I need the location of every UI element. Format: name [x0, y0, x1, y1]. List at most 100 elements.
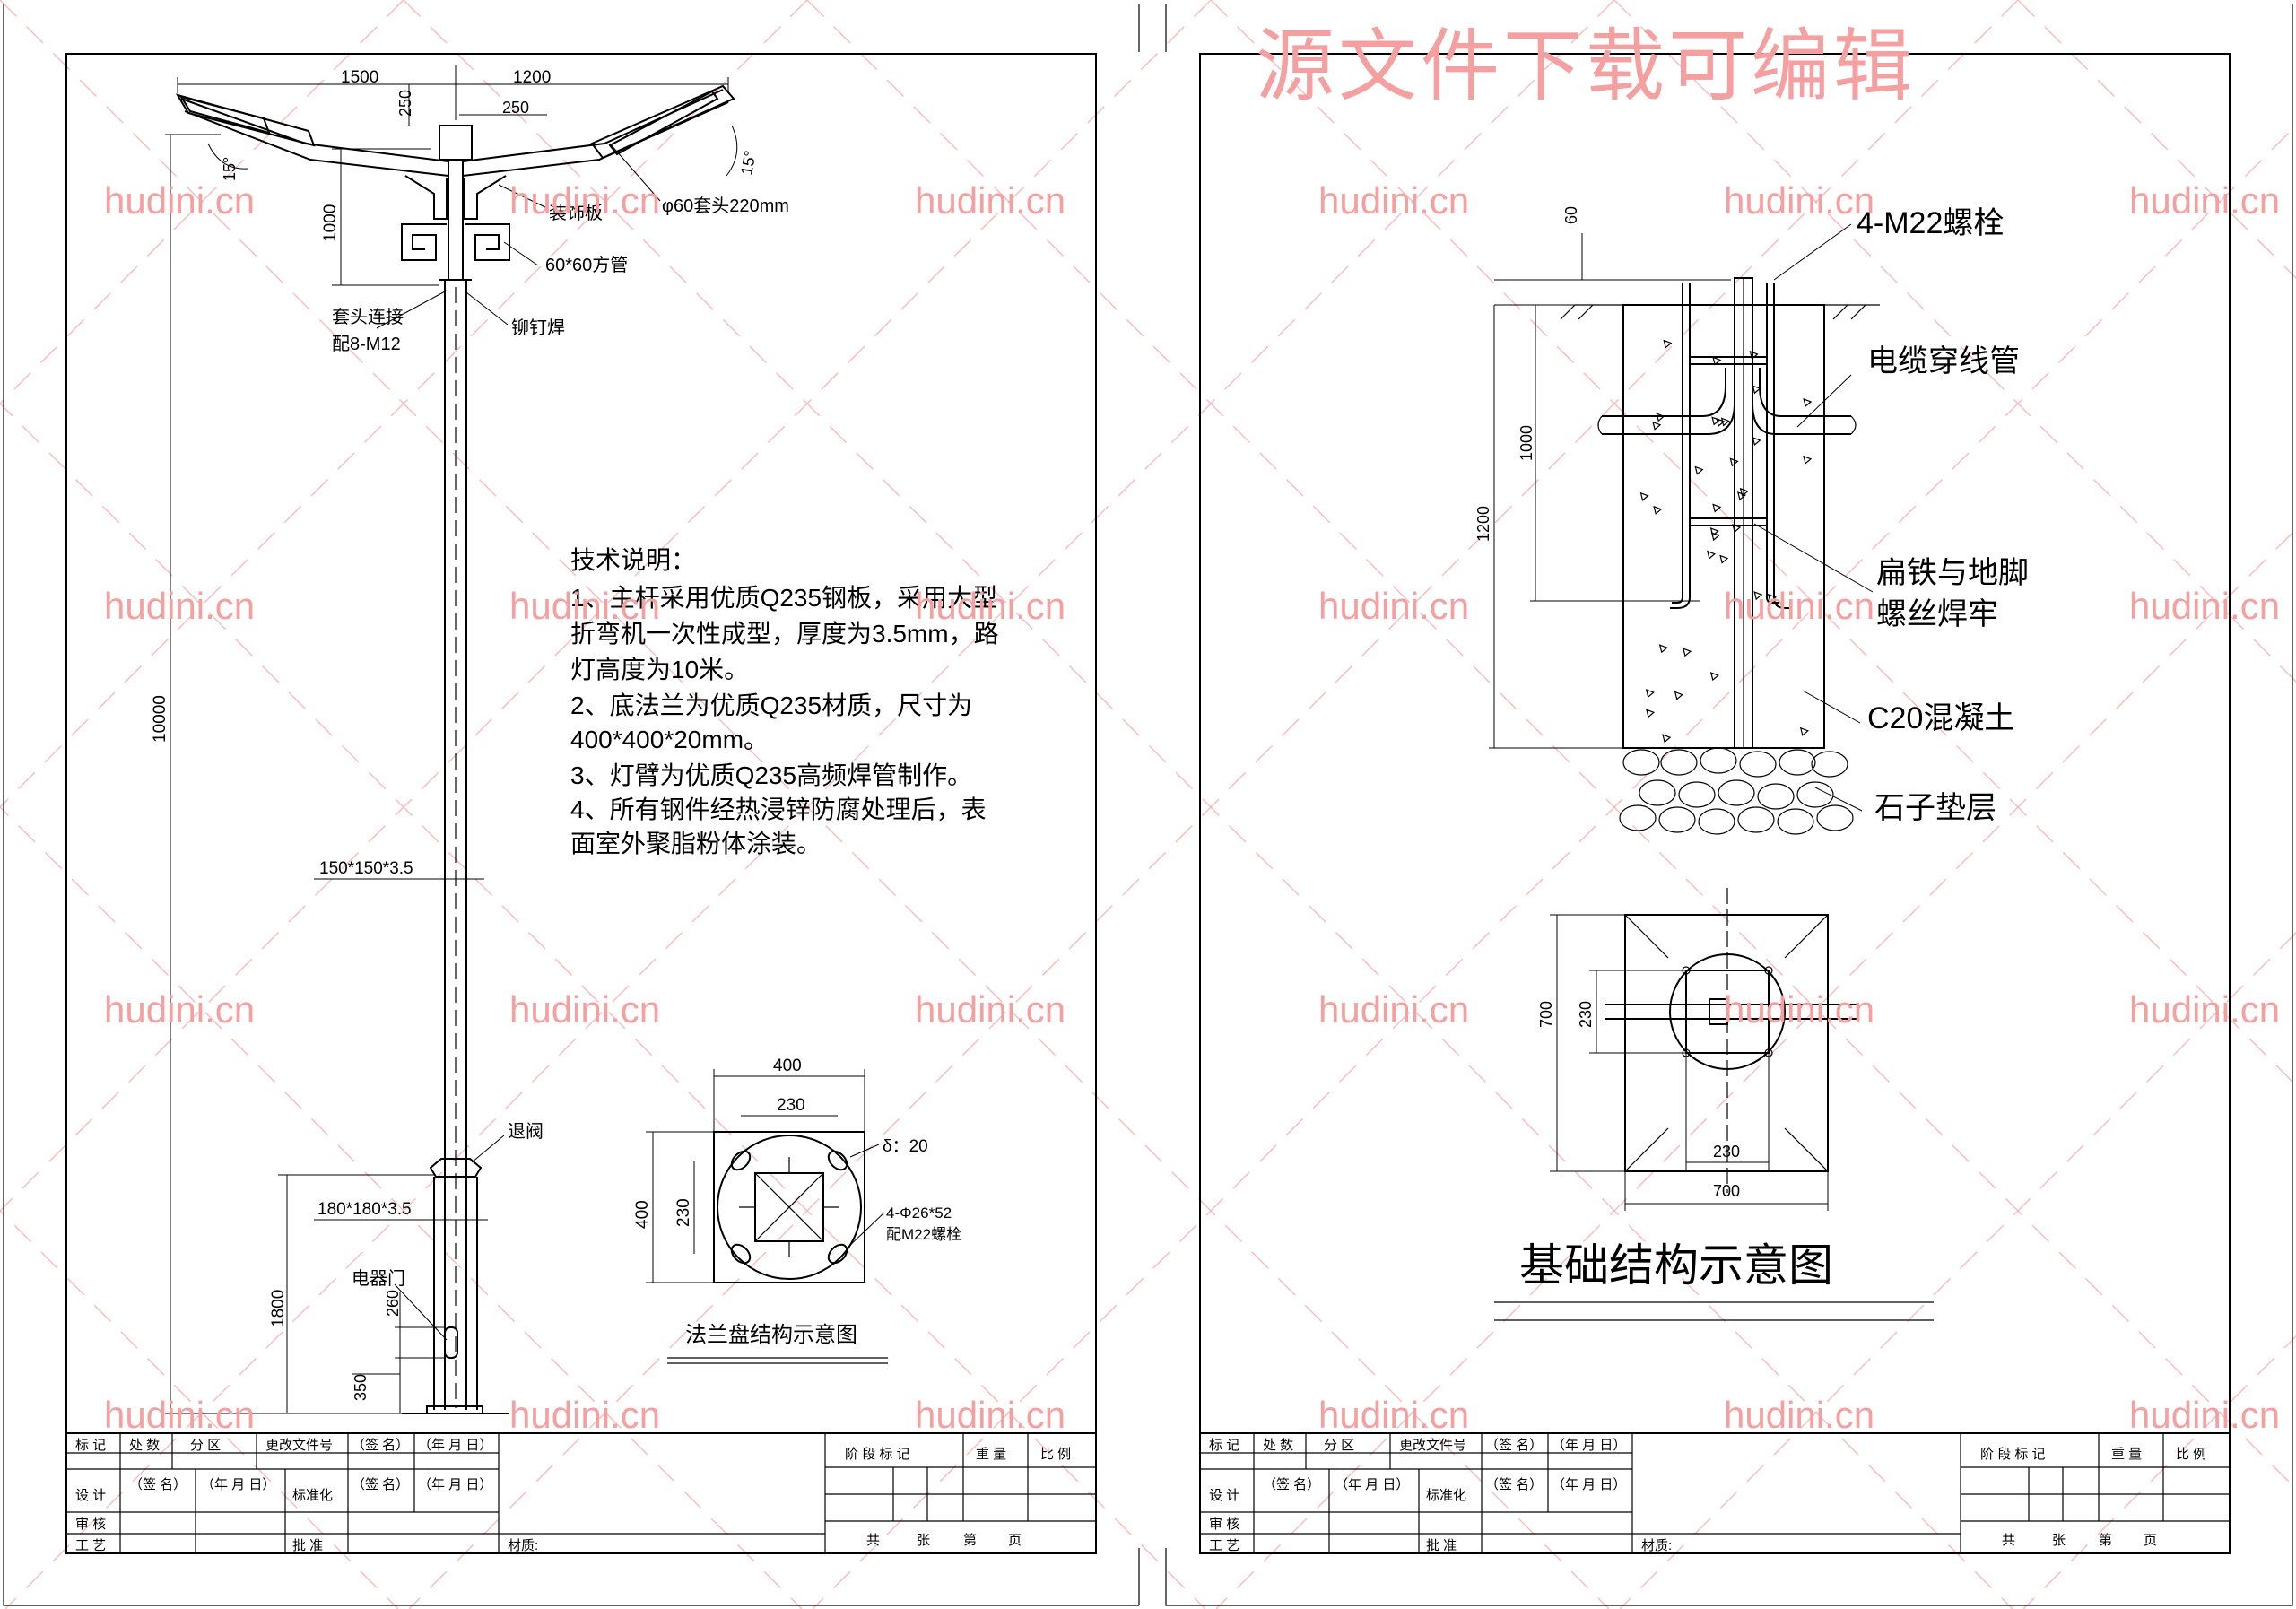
watermark-diagonal	[0, 1210, 399, 1609]
watermark-text: hudini.cn	[2129, 988, 2280, 1031]
label-cable-pipe: 电缆穿线管	[1867, 344, 2020, 378]
notes-title: 技术说明：	[570, 546, 696, 574]
tbr-approve: 批 准	[1426, 1538, 1457, 1553]
technical-notes: 技术说明： 1、主杆采用优质Q235钢板，采用大型 折弯机一次性成型，厚度为3.…	[570, 546, 999, 857]
label-joint-line2: 配8-M12	[332, 335, 401, 354]
concrete-speckle	[1803, 455, 1813, 465]
concrete-speckle	[1712, 503, 1722, 513]
watermark-text: hudini.cn	[1724, 988, 1874, 1031]
tb-sign-2: （签 名）	[129, 1477, 187, 1492]
gravel-stone	[1658, 806, 1696, 833]
tbr-change-doc: 更改文件号	[1399, 1438, 1466, 1453]
dim-arm-left: 1500	[341, 68, 378, 87]
plan-230-h: 230	[1713, 1143, 1740, 1161]
label-rivet-weld: 铆钉焊	[511, 317, 565, 338]
watermark-text: hudini.cn	[509, 179, 660, 222]
tb-standard: 标准化	[292, 1488, 333, 1503]
plan-700-h: 700	[1713, 1182, 1740, 1200]
tb-approve: 批 准	[292, 1538, 323, 1553]
dim-arm-right: 1200	[513, 68, 551, 87]
watermark-diagonal	[1215, 528, 2296, 1609]
tb-count: 处 数	[129, 1438, 160, 1453]
watermark-diagonal	[408, 0, 2019, 1609]
dim-top-250-a: 250	[396, 90, 414, 117]
pole-dimensions: 1500 1200 250 250 1000 10000 1800 260	[151, 65, 760, 1414]
tbr-design: 设 计	[1209, 1488, 1239, 1503]
watermark-text: hudini.cn	[2129, 585, 2280, 627]
watermark-diagonal	[0, 0, 1610, 1609]
gravel-stone	[1678, 781, 1716, 808]
gravel-stone	[1779, 749, 1816, 776]
tb-change-doc: 更改文件号	[265, 1438, 333, 1453]
tb-review: 审 核	[75, 1517, 106, 1532]
dim-door-1800: 1800	[269, 1290, 288, 1327]
label-lower-section: 180*180*3.5	[317, 1200, 412, 1219]
concrete-speckle	[1732, 524, 1742, 534]
concrete-speckle	[1653, 505, 1663, 515]
label-joint-line1: 套头连接	[332, 307, 404, 327]
gravel-stone	[1660, 749, 1698, 776]
gravel-stone	[1757, 783, 1795, 810]
watermark-diagonal	[2022, 1335, 2296, 1609]
watermark-diagonal	[403, 0, 2013, 1609]
concrete-speckle	[1739, 487, 1749, 497]
watermark-diagonal	[0, 0, 1212, 1212]
concrete-speckle	[1752, 385, 1761, 395]
gravel-stone	[1816, 804, 1854, 831]
tbr-review: 审 核	[1209, 1517, 1239, 1532]
notes-line-3: 灯高度为10米。	[570, 656, 749, 683]
label-decor-plate: 装饰板	[549, 203, 603, 223]
tbr-stage: 阶 段 标 记	[1980, 1447, 2046, 1462]
tbr-sign-3: （签 名）	[1485, 1477, 1543, 1492]
concrete-speckle	[1662, 734, 1672, 744]
tb-sign-1: （签 名）	[352, 1438, 409, 1453]
title-block-left: 标 记 处 数 分 区 更改文件号 （签 名） （年 月 日） （签 名） （年…	[65, 1432, 1097, 1554]
watermark-text: hudini.cn	[1318, 585, 1469, 627]
notes-line-6: 3、灯臂为优质Q235高频焊管制作。	[570, 761, 972, 789]
watermark-diagonal	[2017, 0, 2296, 279]
concrete-speckle	[1683, 648, 1692, 657]
tb-sign-3: （签 名）	[352, 1477, 409, 1492]
gravel-stone	[1796, 781, 1834, 808]
tbr-date-2: （年 月 日）	[1335, 1477, 1409, 1492]
gravel-stone	[1698, 808, 1735, 835]
right-sheet: 60 1000 1200	[1165, 4, 2293, 1606]
flange-side-outer: 400	[633, 1200, 652, 1229]
tbr-zone: 分 区	[1324, 1438, 1354, 1453]
label-flat-iron-2: 螺丝焊牢	[1876, 597, 1998, 631]
watermark-diagonal	[1210, 0, 2296, 1086]
tb-scale: 比 例	[1040, 1447, 1071, 1462]
concrete-speckle	[1645, 689, 1655, 699]
concrete-speckle	[1711, 416, 1721, 426]
tb-mark: 标 记	[75, 1438, 106, 1453]
tbr-material: 材质:	[1641, 1538, 1672, 1553]
notes-line-4: 2、底法兰为优质Q235材质，尺寸为	[570, 691, 972, 719]
dim-depth-1000: 1000	[1518, 425, 1535, 461]
gravel-stone	[1777, 808, 1814, 835]
tb-page-word: 第	[963, 1532, 977, 1548]
gravel-stone	[1619, 804, 1657, 831]
notes-line-1: 1、主杆采用优质Q235钢板，采用大型	[570, 584, 997, 612]
watermark-text: hudini.cn	[1724, 585, 1874, 627]
plan-700-v: 700	[1537, 1001, 1555, 1028]
gravel-stone	[1622, 749, 1660, 776]
flange-bolts: 配M22螺栓	[886, 1226, 961, 1243]
notes-line-5: 400*400*20mm。	[570, 726, 769, 753]
concrete-speckle	[1729, 457, 1739, 467]
watermark-text: hudini.cn	[2129, 1394, 2280, 1436]
watermark-diagonal	[4, 0, 1615, 1609]
tbr-weight: 重 量	[2111, 1447, 2142, 1462]
concrete-speckle	[1658, 644, 1668, 654]
gravel-stone	[1737, 806, 1775, 833]
tb-craft: 工 艺	[75, 1538, 106, 1553]
tb-sheets: 张	[917, 1533, 930, 1548]
concrete-speckle	[1656, 413, 1665, 422]
flange-side-inner: 230	[674, 1198, 693, 1227]
concrete-speckles	[1639, 339, 1813, 744]
watermark-text: hudini.cn	[104, 988, 255, 1031]
dim-door-260: 260	[384, 1290, 402, 1317]
concrete-speckle	[1706, 550, 1717, 560]
angle-left: 15°	[221, 157, 239, 181]
watermark-text: hudini.cn	[915, 585, 1065, 627]
watermark-text: hudini.cn	[509, 1394, 660, 1436]
